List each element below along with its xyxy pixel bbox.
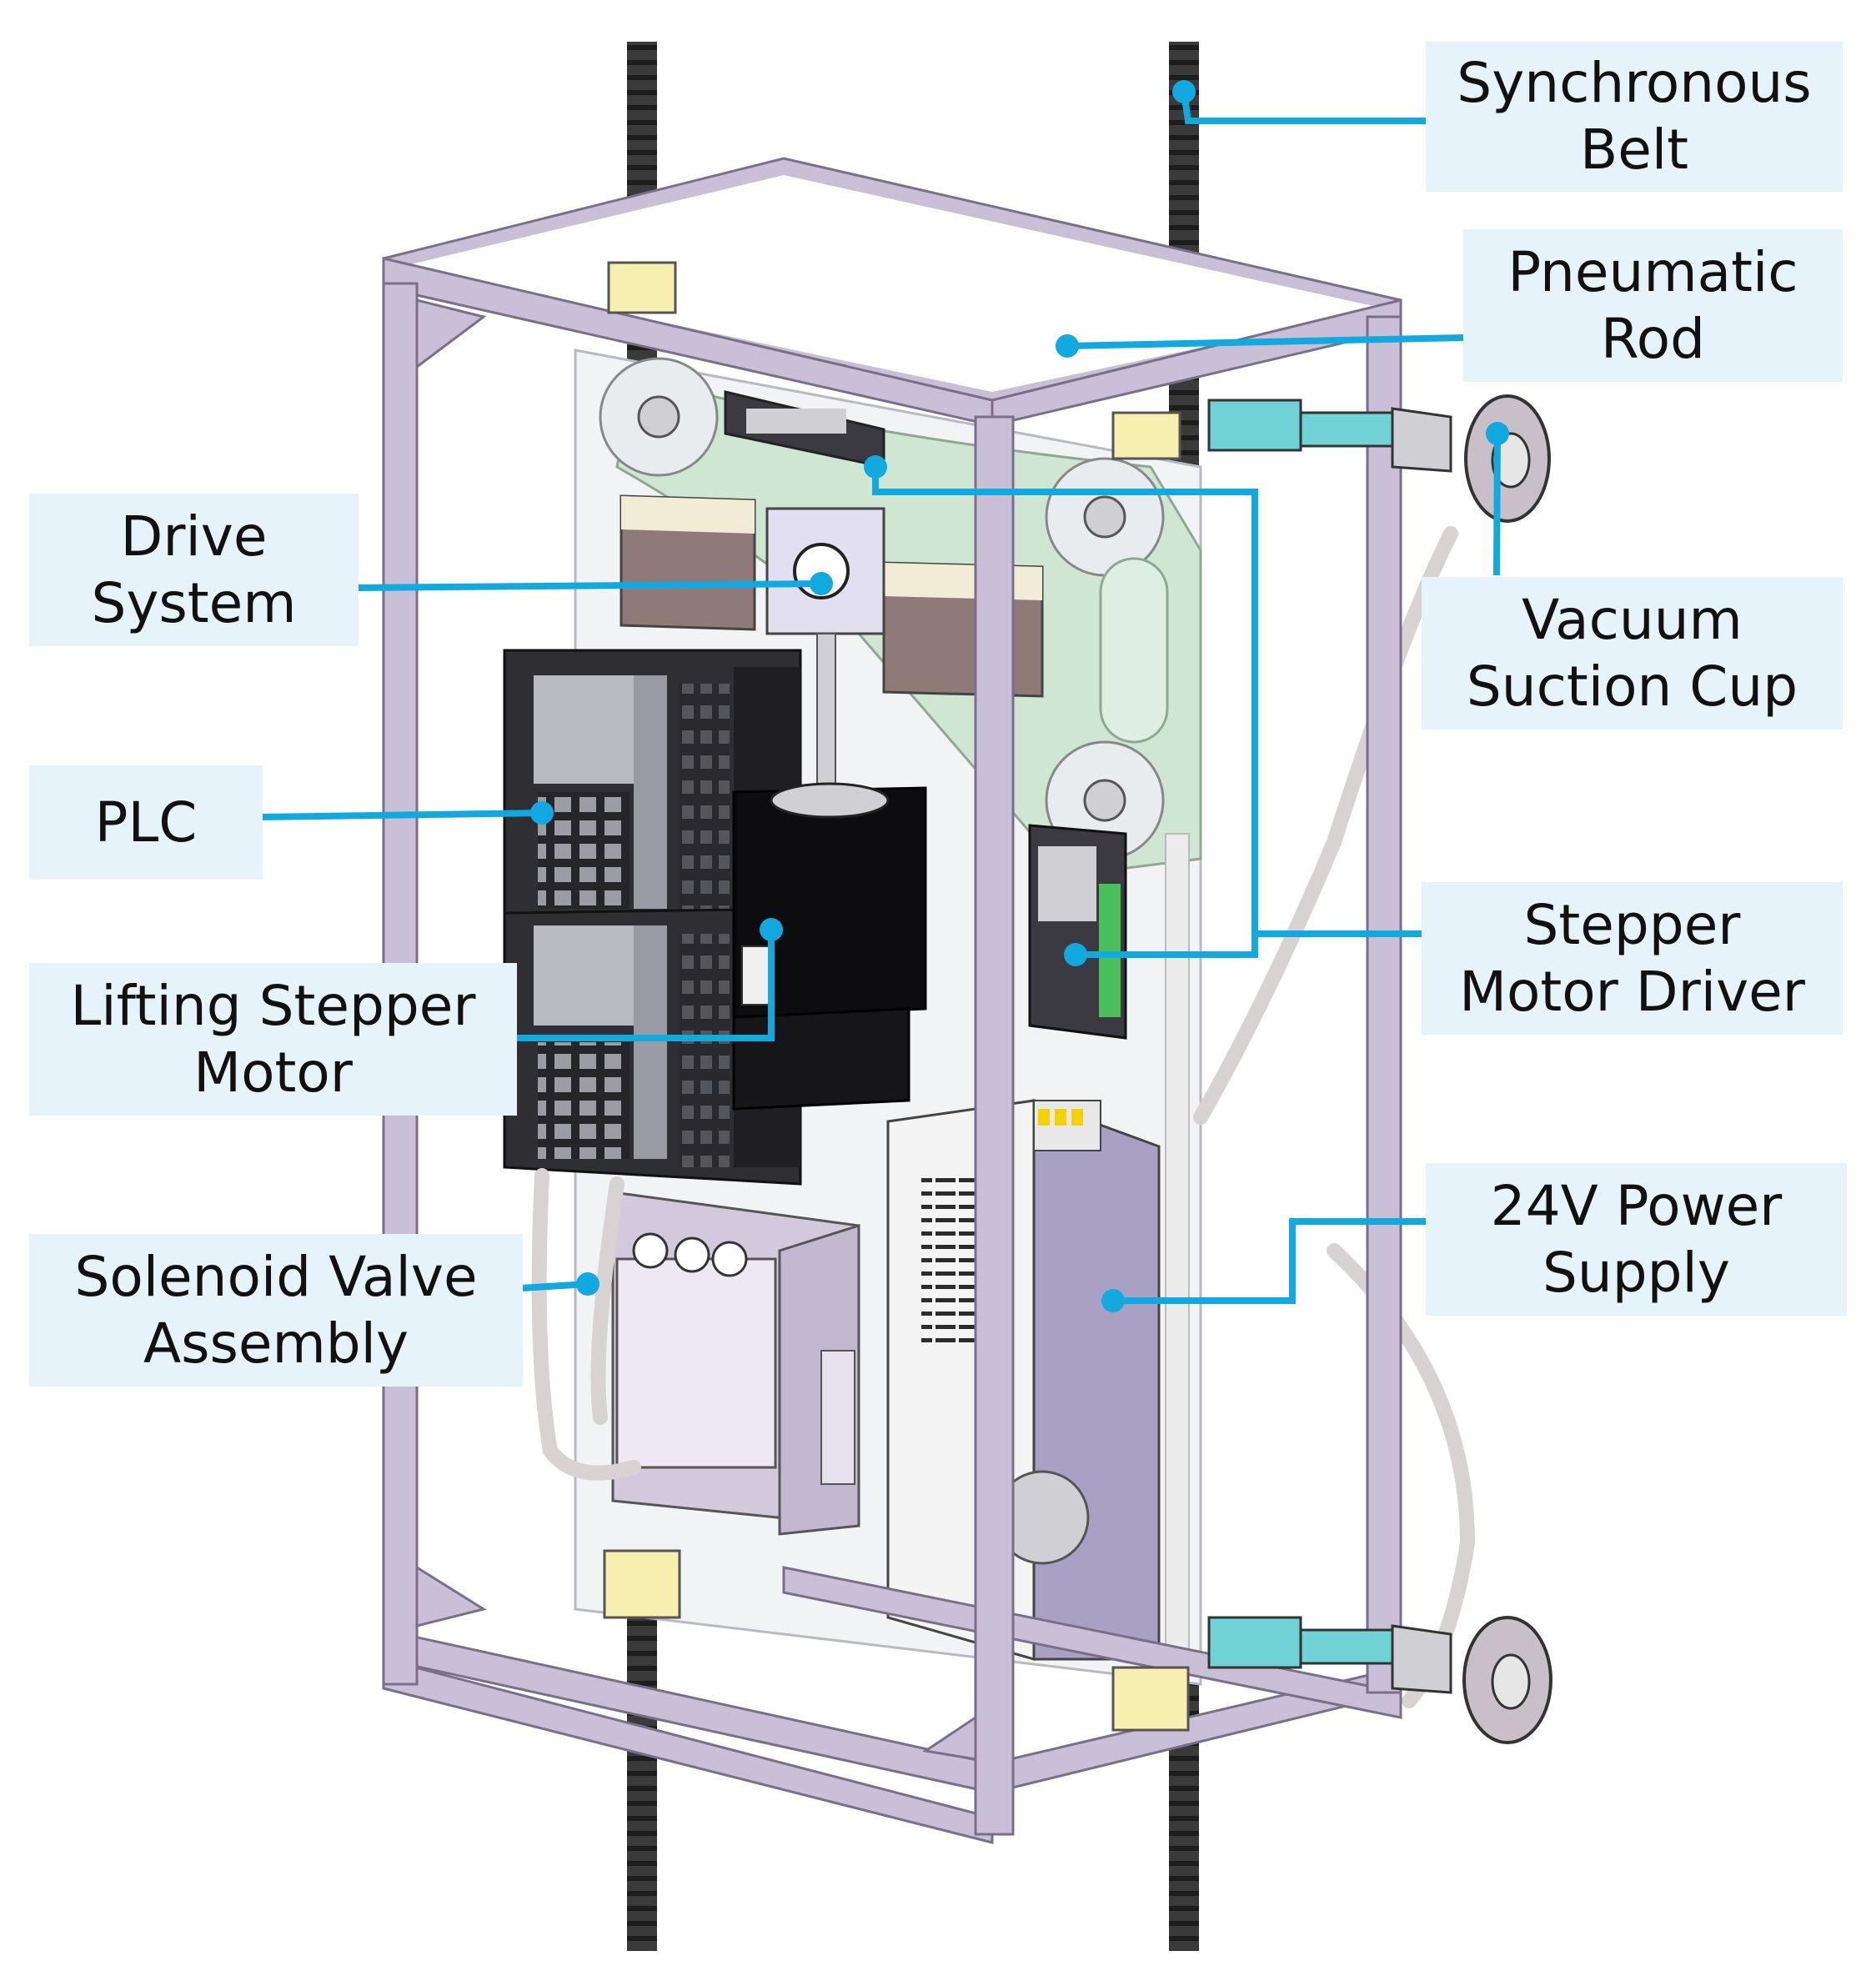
belt-clamps — [603, 261, 1190, 1732]
label-lifting-stepper-motor-line1: Lifting Stepper — [70, 973, 476, 1038]
power-supply-unit — [886, 1098, 1161, 1661]
label-power-supply: 24V Power Supply — [1426, 1163, 1847, 1316]
label-lifting-stepper-motor-line2: Motor — [193, 1040, 353, 1105]
label-solenoid-valve-assembly-line1: Solenoid Valve — [74, 1244, 478, 1309]
vacuum-suction-cup-upper — [1207, 394, 1551, 523]
solenoid-valves — [611, 1191, 860, 1536]
label-solenoid-valve-assembly-line2: Assembly — [143, 1311, 409, 1376]
leader-plc — [258, 810, 543, 820]
label-stepper-motor-driver: Stepper Motor Driver — [1422, 882, 1843, 1035]
label-vacuum-suction-cup: Vacuum Suction Cup — [1422, 577, 1843, 730]
label-stepper-motor-driver-line2: Motor Driver — [1459, 959, 1805, 1024]
label-synchronous-belt: Synchronous Belt — [1426, 42, 1843, 192]
label-pneumatic-rod-line2: Rod — [1600, 306, 1706, 371]
label-solenoid-valve-assembly: Solenoid Valve Assembly — [29, 1234, 523, 1387]
label-drive-system-line1: Drive — [120, 504, 268, 569]
label-drive-system: Drive System — [29, 494, 359, 646]
label-pneumatic-rod-line1: Pneumatic — [1507, 239, 1798, 304]
vacuum-suction-cup-lower — [1207, 1616, 1552, 1744]
label-vacuum-suction-cup-line1: Vacuum — [1522, 587, 1743, 652]
leader-lines — [258, 91, 1501, 1304]
leader-synchronous-belt — [1181, 91, 1426, 124]
top-control-board — [724, 390, 885, 469]
lifting-stepper-motor — [732, 782, 927, 1111]
label-synchronous-belt-line2: Belt — [1579, 118, 1689, 182]
label-lifting-stepper-motor: Lifting Stepper Motor — [29, 963, 517, 1116]
label-drive-system-line2: System — [91, 570, 297, 635]
leader-lifting-stepper-motor — [517, 930, 775, 1041]
leader-power-supply — [1113, 1218, 1426, 1304]
plc-modules — [503, 649, 802, 1186]
label-plc-line1: PLC — [94, 790, 198, 855]
label-power-supply-line2: Supply — [1542, 1240, 1730, 1305]
label-vacuum-suction-cup-line2: Suction Cup — [1466, 654, 1798, 719]
leader-stepper-motor-driver — [872, 471, 1426, 958]
stepper-motor-driver-unit — [1028, 824, 1127, 1040]
leader-drive-system — [358, 580, 822, 591]
label-plc: PLC — [29, 765, 263, 880]
leader-dots — [530, 80, 1509, 1312]
label-pneumatic-rod: Pneumatic Rod — [1463, 229, 1843, 382]
leader-pneumatic-rod — [1066, 334, 1464, 349]
label-synchronous-belt-line1: Synchronous — [1457, 51, 1812, 115]
label-power-supply-line1: 24V Power — [1490, 1173, 1783, 1238]
label-stepper-motor-driver-line1: Stepper — [1523, 892, 1741, 957]
